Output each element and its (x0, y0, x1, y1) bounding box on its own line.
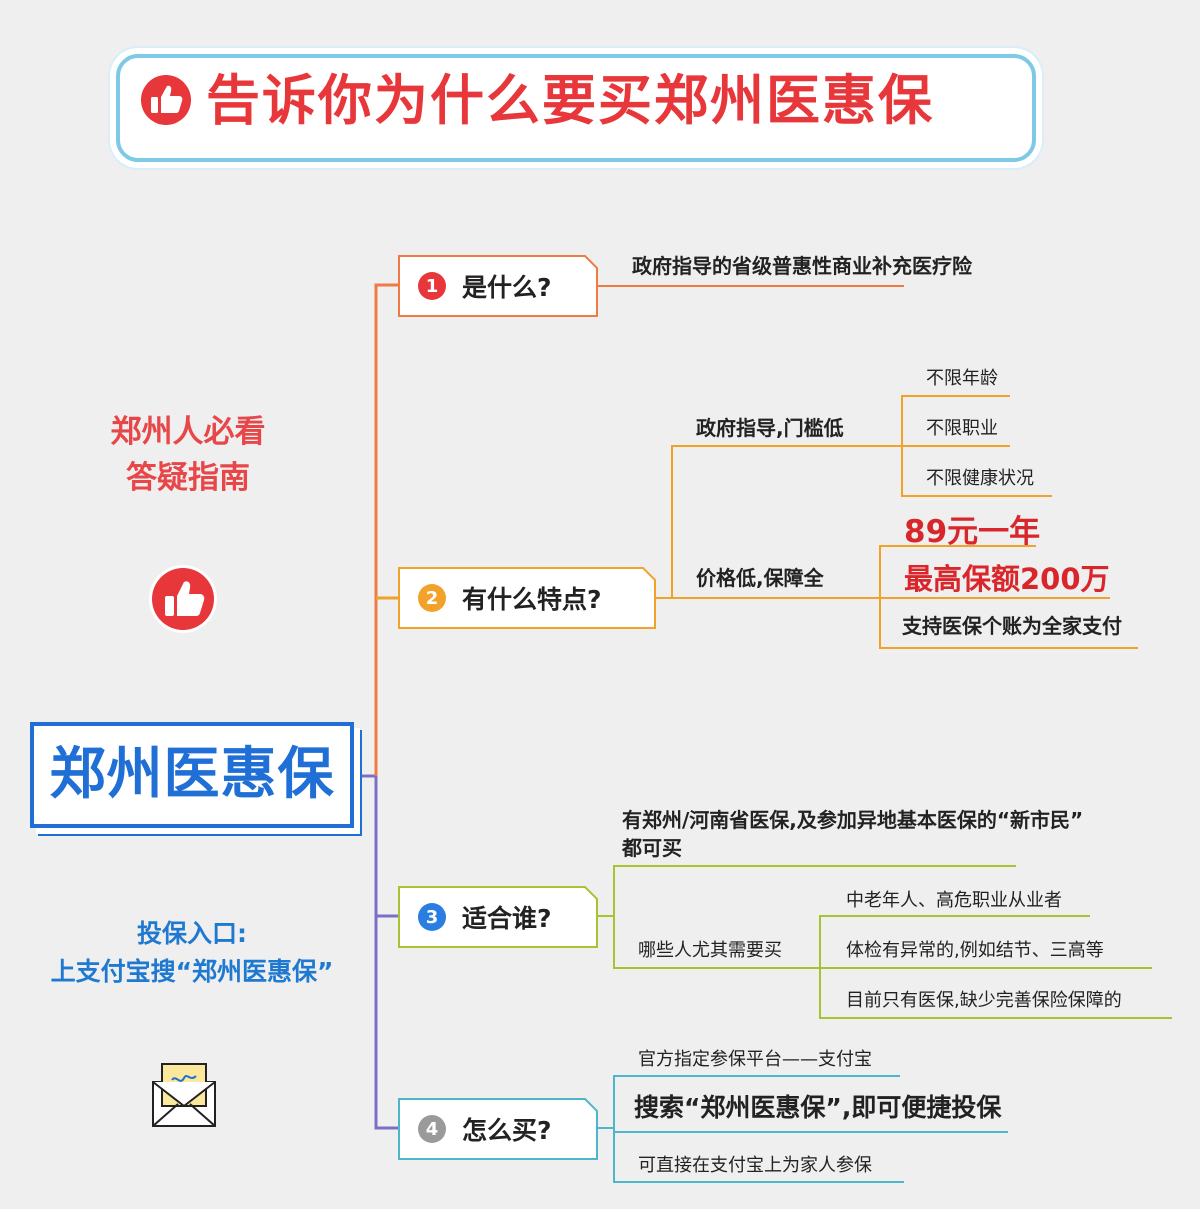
slogan-line-1: 郑州人必看 (110, 414, 266, 450)
purchase-step-highlight: 搜索“郑州医惠保”,即可便捷投保 (634, 1093, 1002, 1122)
corner-fold (642, 567, 656, 581)
entry-line-2: 上支付宝搜“郑州医惠保” (50, 957, 334, 986)
price-highlight: 89元一年 (904, 514, 1041, 550)
branch-label: 怎么买? (462, 1116, 552, 1145)
branch-how-to-buy: 4 怎么买? (398, 1098, 598, 1160)
branch-features: 2 有什么特点? (398, 567, 656, 629)
corner-fold (584, 1098, 598, 1112)
target-group-item: 体检有异常的,例如结节、三高等 (846, 940, 1104, 961)
central-topic-title: 郑州医惠保 (49, 742, 335, 807)
feature-item: 不限年龄 (926, 368, 998, 389)
branch-label: 适合谁? (462, 904, 552, 933)
purchase-step: 可直接在支付宝上为家人参保 (638, 1155, 872, 1176)
branch-3-description-line-2: 都可买 (622, 836, 682, 860)
target-group-item: 中老年人、高危职业从业者 (846, 890, 1062, 911)
purchase-step: 官方指定参保平台——支付宝 (638, 1049, 872, 1070)
page-title: 告诉你为什么要买郑州医惠保 (206, 69, 934, 132)
target-group-item: 目前只有医保,缺少完善保险保障的 (846, 990, 1122, 1011)
feature-item: 不限职业 (926, 418, 998, 439)
envelope-icon (152, 1063, 216, 1127)
feature-group-low-price: 价格低,保障全 (696, 566, 824, 590)
coverage-highlight: 最高保额200万 (904, 562, 1110, 596)
thumbs-up-icon (141, 75, 191, 125)
branch-who-suits: 3 适合谁? (398, 886, 598, 948)
central-topic-box (30, 722, 354, 828)
branch-label: 是什么? (462, 273, 552, 302)
entry-line-1: 投保入口: (137, 919, 247, 948)
corner-fold (584, 255, 598, 269)
branch-number-1: 1 (418, 272, 446, 300)
feature-group-low-threshold: 政府指导,门槛低 (696, 416, 844, 440)
branch-what-is-it: 1 是什么? (398, 255, 598, 317)
branch-label: 有什么特点? (462, 585, 602, 614)
branch-1-description: 政府指导的省级普惠性商业补充医疗险 (632, 254, 972, 278)
branch-number-2: 2 (418, 584, 446, 612)
branch-number-3: 3 (418, 903, 446, 931)
feature-item: 不限健康状况 (926, 468, 1034, 489)
branch-number-4: 4 (418, 1115, 446, 1143)
slogan-line-2: 答疑指南 (126, 460, 250, 496)
branch-3-description-line-1: 有郑州/河南省医保,及参加异地基本医保的“新市民” (622, 808, 1084, 832)
thumbs-up-icon (149, 565, 217, 633)
corner-fold (584, 886, 598, 900)
target-group-heading: 哪些人尤其需要买 (638, 940, 782, 961)
feature-item: 支持医保个账为全家支付 (902, 614, 1122, 638)
title-banner (116, 54, 1036, 162)
